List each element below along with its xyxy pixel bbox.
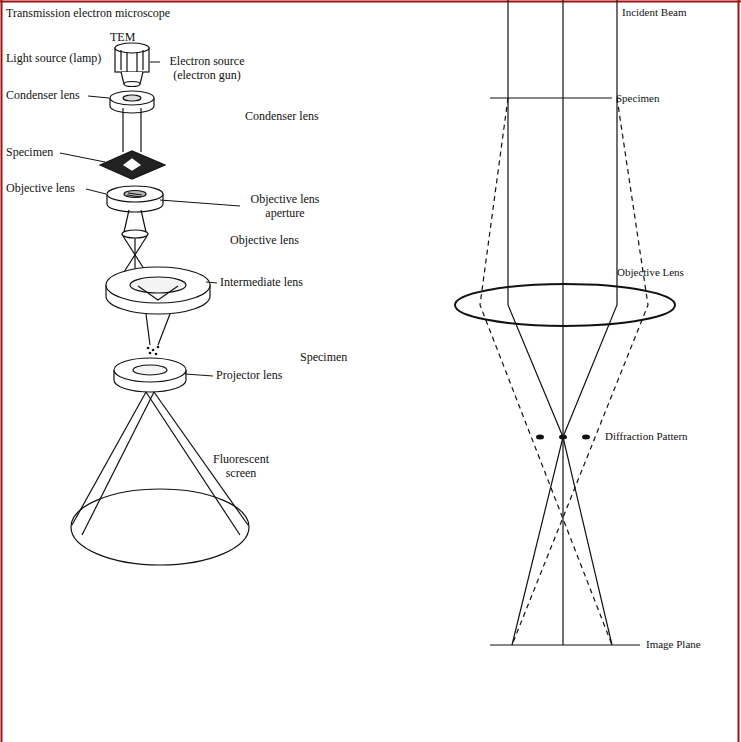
incident-ray	[616, 0, 617, 98]
diffraction-spots	[536, 435, 590, 440]
diffracted-ray	[480, 98, 612, 645]
electron-gun	[115, 43, 149, 87]
ray-label: Specimen	[616, 92, 659, 105]
objective-lens	[107, 186, 163, 212]
leader-lines	[60, 62, 240, 376]
part-label: Projector lens	[216, 369, 282, 383]
intermediate-lens	[106, 267, 210, 345]
part-label: Light source (lamp)	[6, 52, 101, 66]
specimen-holder	[100, 151, 165, 179]
part-label: Specimen	[300, 351, 347, 365]
part-label: Fluorescent screen	[205, 453, 277, 481]
part-label: Specimen	[6, 146, 53, 160]
part-label: Intermediate lens	[220, 276, 303, 290]
part-label: Electron source (electron gun)	[161, 55, 253, 83]
beam-column	[123, 108, 141, 152]
ray-label: Incident Beam	[622, 6, 686, 19]
incident-ray	[507, 0, 508, 98]
ray-diagram	[455, 0, 675, 645]
objective-rays	[122, 210, 148, 272]
part-label: Condenser lens	[6, 89, 80, 103]
diffracted-ray	[512, 98, 648, 645]
ray-label: Image Plane	[646, 638, 701, 651]
projector-lens	[114, 358, 186, 392]
title: Transmission electron microscope	[6, 7, 170, 21]
optic-axis	[562, 0, 563, 645]
part-label: Objective lens aperture	[243, 193, 327, 221]
intermediate-image	[147, 346, 160, 356]
condenser-lens	[110, 91, 154, 113]
transmitted-ray	[512, 98, 617, 645]
part-label: Objective lens	[230, 234, 299, 248]
heading-label: TEM	[110, 31, 135, 45]
part-label: Objective lens	[6, 182, 75, 196]
fluorescent-screen	[71, 392, 249, 565]
ray-label: Diffraction Pattern	[605, 430, 688, 443]
transmitted-ray	[508, 98, 612, 645]
ray-label: Objective Lens	[617, 266, 684, 279]
image-plane	[490, 645, 640, 646]
part-label: Condenser lens	[245, 110, 319, 124]
tem-column	[60, 43, 249, 565]
